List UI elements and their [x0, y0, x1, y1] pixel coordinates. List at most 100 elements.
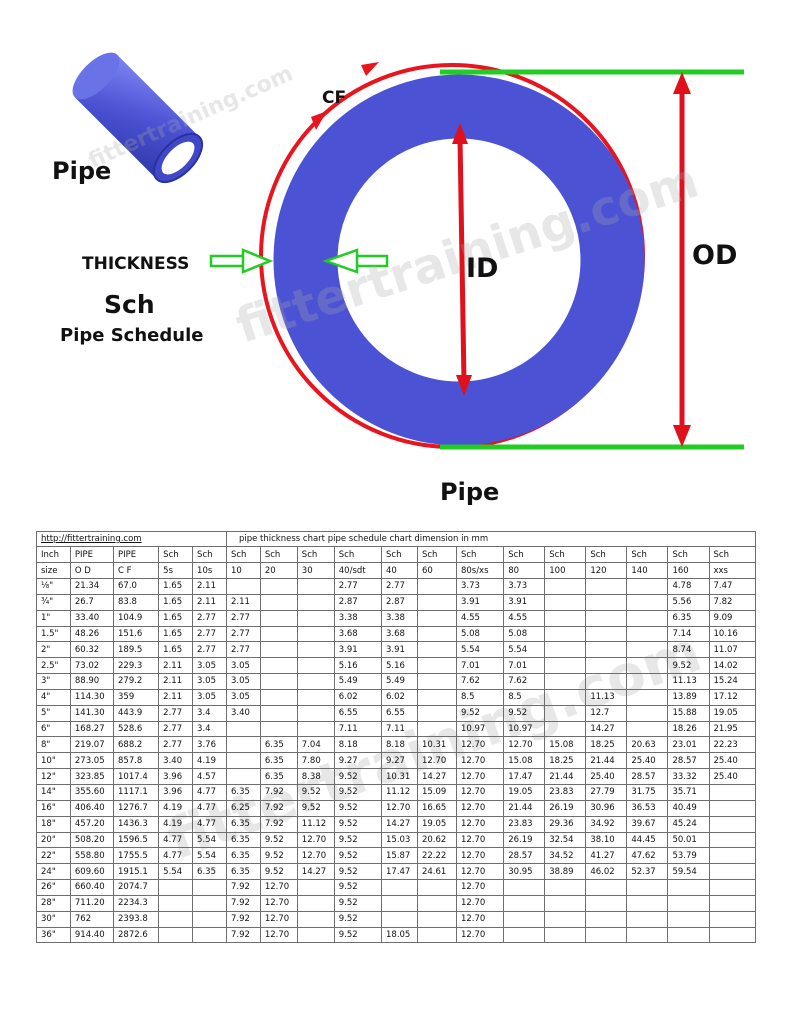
pipe-label: Pipe	[52, 157, 112, 185]
table-cell	[192, 894, 227, 912]
table-cell: C F	[112, 562, 160, 579]
table-cell: 11.12	[296, 815, 335, 833]
table-cell: 1436.3	[112, 815, 160, 833]
table-cell: 9.52	[503, 704, 546, 722]
table-cell: 40.49	[667, 799, 710, 817]
table-cell: 406.40	[69, 799, 115, 817]
table-cell: 1915.1	[112, 863, 160, 881]
table-cell: 14.27	[585, 720, 628, 738]
table-cell: 4.19	[158, 815, 194, 833]
table-cell: 4.19	[192, 752, 227, 770]
table-cell: 34.92	[585, 815, 628, 833]
table-cell: 5.49	[381, 673, 418, 690]
table-cell	[544, 673, 587, 690]
table-cell: 8.18	[381, 736, 418, 754]
table-cell: 8.74	[667, 641, 710, 659]
table-cell	[544, 879, 587, 896]
table-cell: 104.9	[112, 609, 160, 627]
table-cell: 25.40	[585, 768, 628, 785]
table-cell	[626, 910, 669, 928]
table-cell	[259, 673, 298, 690]
table-cell: 5.08	[455, 625, 505, 643]
pipe-diagram	[72, 52, 744, 450]
table-cell	[259, 720, 298, 738]
table-cell: 12.70	[259, 894, 298, 912]
table-cell: 9.52	[333, 894, 383, 912]
table-cell: 3.05	[192, 657, 227, 675]
table-cell: 34.52	[544, 847, 587, 865]
sch-label: Sch	[104, 290, 155, 319]
table-cell: 443.9	[112, 704, 160, 722]
table-cell: 7.92	[259, 815, 298, 833]
table-cell: 4.77	[192, 799, 227, 817]
table-cell: 279.2	[112, 673, 160, 690]
table-cell: 9.52	[667, 657, 710, 675]
table-cell: 2"	[36, 641, 71, 659]
website-link[interactable]: http://fittertraining.com	[36, 531, 227, 547]
table-cell	[416, 609, 457, 627]
table-cell: 1.65	[158, 641, 194, 659]
table-cell: Sch	[158, 546, 194, 563]
table-cell: 3.96	[158, 768, 194, 785]
table-cell: 12.70	[455, 783, 505, 801]
table-cell: 12.70	[259, 910, 298, 928]
table-cell: 5.54	[192, 847, 227, 865]
table-cell: 60.32	[69, 641, 115, 659]
table-cell: 6.35	[192, 863, 227, 881]
table-cell	[296, 657, 335, 675]
table-cell: 688.2	[112, 736, 160, 754]
table-cell: 9.52	[333, 799, 383, 817]
table-cell: 80s/xs	[455, 562, 505, 579]
table-cell: 1"	[36, 609, 71, 627]
table-cell: 2.11	[225, 593, 261, 611]
table-cell	[158, 879, 194, 896]
table-cell	[708, 815, 756, 833]
table-cell: 10s	[192, 562, 227, 579]
table-cell	[225, 578, 261, 595]
table-cell: 609.60	[69, 863, 115, 881]
table-cell: 8.18	[333, 736, 383, 754]
table-cell: 8.5	[503, 688, 546, 706]
table-cell: 12.70	[259, 926, 298, 944]
table-cell	[296, 609, 335, 627]
table-cell: 12.70	[455, 736, 505, 754]
table-cell	[259, 578, 298, 595]
table-cell	[544, 593, 587, 611]
table-cell	[585, 673, 628, 690]
table-cell	[259, 625, 298, 643]
table-cell: 1.65	[158, 593, 194, 611]
table-cell: 15.88	[667, 704, 710, 722]
table-cell: 9.52	[333, 847, 383, 865]
table-cell: 660.40	[69, 879, 115, 896]
table-cell: 508.20	[69, 831, 115, 849]
table-cell: 1.5"	[36, 625, 71, 643]
table-cell: 2.11	[192, 593, 227, 611]
table-cell	[296, 720, 335, 738]
table-cell: 6.35	[259, 768, 298, 785]
table-cell: 6.02	[333, 688, 383, 706]
table-cell: 2.77	[225, 641, 261, 659]
table-cell: 80	[503, 562, 546, 579]
table-cell: 21.44	[544, 768, 587, 785]
table-cell: 7.92	[259, 799, 298, 817]
table-cell: 10.31	[381, 768, 418, 785]
table-cell: 3.96	[158, 783, 194, 801]
table-cell: 29.36	[544, 815, 587, 833]
table-cell: 11.12	[381, 783, 418, 801]
table-cell	[225, 720, 261, 738]
table-cell: 17.47	[381, 863, 418, 881]
table-cell: 120	[585, 562, 628, 579]
table-cell: 23.01	[667, 736, 710, 754]
table-cell: 3.38	[333, 609, 383, 627]
table-cell: 12.70	[503, 736, 546, 754]
